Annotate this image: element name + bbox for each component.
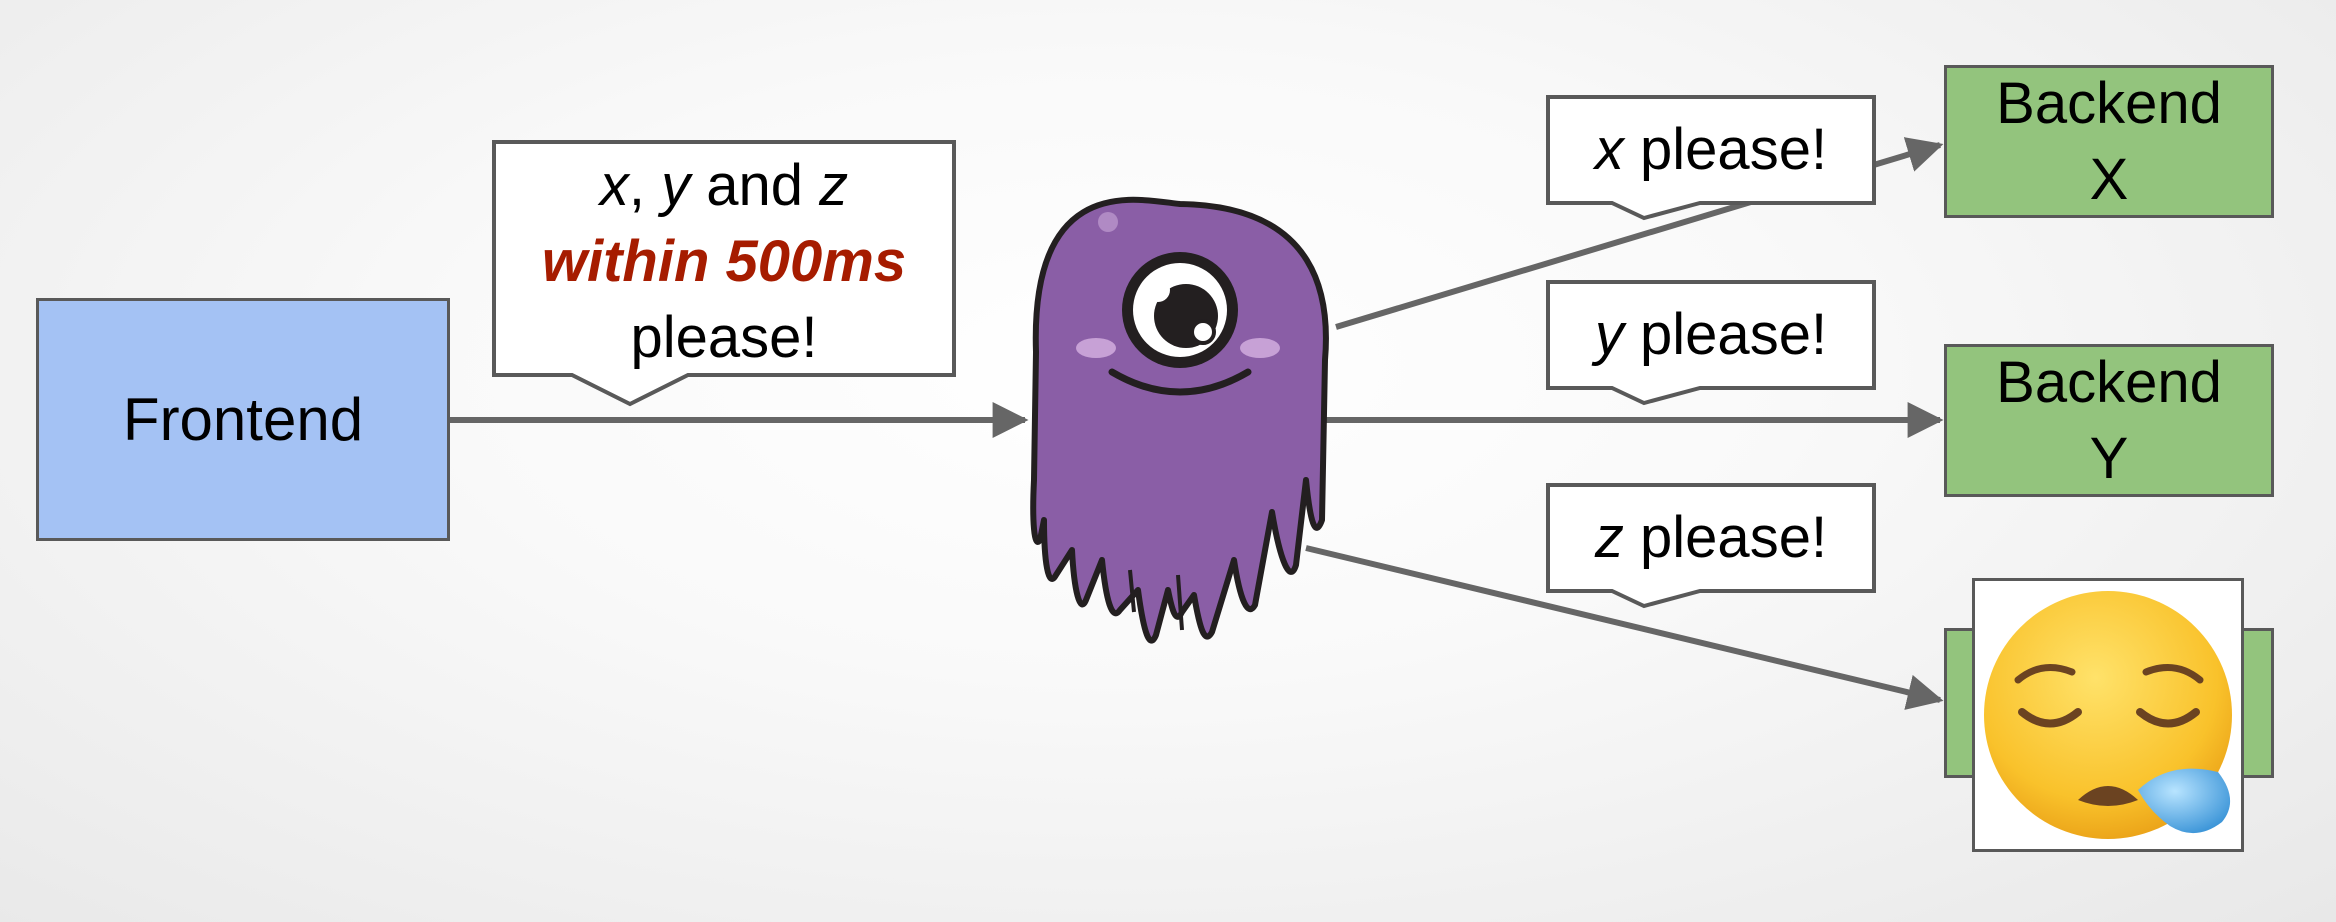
backend-y-line1: Backend <box>1996 349 2222 415</box>
request-sep: , <box>628 153 662 218</box>
callout-y-bubble <box>1546 280 1876 406</box>
frontend-box: Frontend <box>36 298 450 541</box>
callout-z-please: please! <box>1623 505 1828 570</box>
callout-x-please: please! <box>1623 117 1828 182</box>
request-var-z: z <box>819 153 849 218</box>
request-var-y: y <box>661 153 691 218</box>
request-callout-line-1: x, y and z <box>494 148 954 224</box>
callout-y-var: y <box>1594 302 1624 367</box>
arrow-to-backend-z <box>1305 545 1944 710</box>
request-callout-bubble <box>492 140 956 407</box>
callout-x-bubble <box>1546 95 1876 221</box>
request-callout-text: x, y and z within 500ms please! <box>494 148 954 376</box>
callout-x-var: x <box>1594 117 1624 182</box>
request-please: please! <box>630 305 818 370</box>
callout-y-please: please! <box>1623 302 1828 367</box>
callout-y-text: y please! <box>1548 297 1874 373</box>
callout-x-text: x please! <box>1548 112 1874 188</box>
backend-y-line2: Y <box>2089 425 2129 491</box>
backend-x-box: Backend X <box>1944 65 2274 218</box>
purple-one-eyed-monster-icon <box>1030 196 1329 644</box>
backend-x-line1: Backend <box>1996 70 2222 136</box>
backend-y-box: Backend Y <box>1944 344 2274 497</box>
callout-z-bubble <box>1546 483 1876 609</box>
request-and: and <box>690 153 820 218</box>
frontend-label: Frontend <box>122 386 364 453</box>
request-deadline: within 500ms <box>541 229 907 294</box>
callout-z-var: z <box>1594 505 1624 570</box>
callout-z-text: z please! <box>1548 500 1874 576</box>
request-var-x: x <box>599 153 629 218</box>
sleepy-emoji-frame <box>1972 578 2244 852</box>
backend-x-line2: X <box>2089 146 2129 212</box>
